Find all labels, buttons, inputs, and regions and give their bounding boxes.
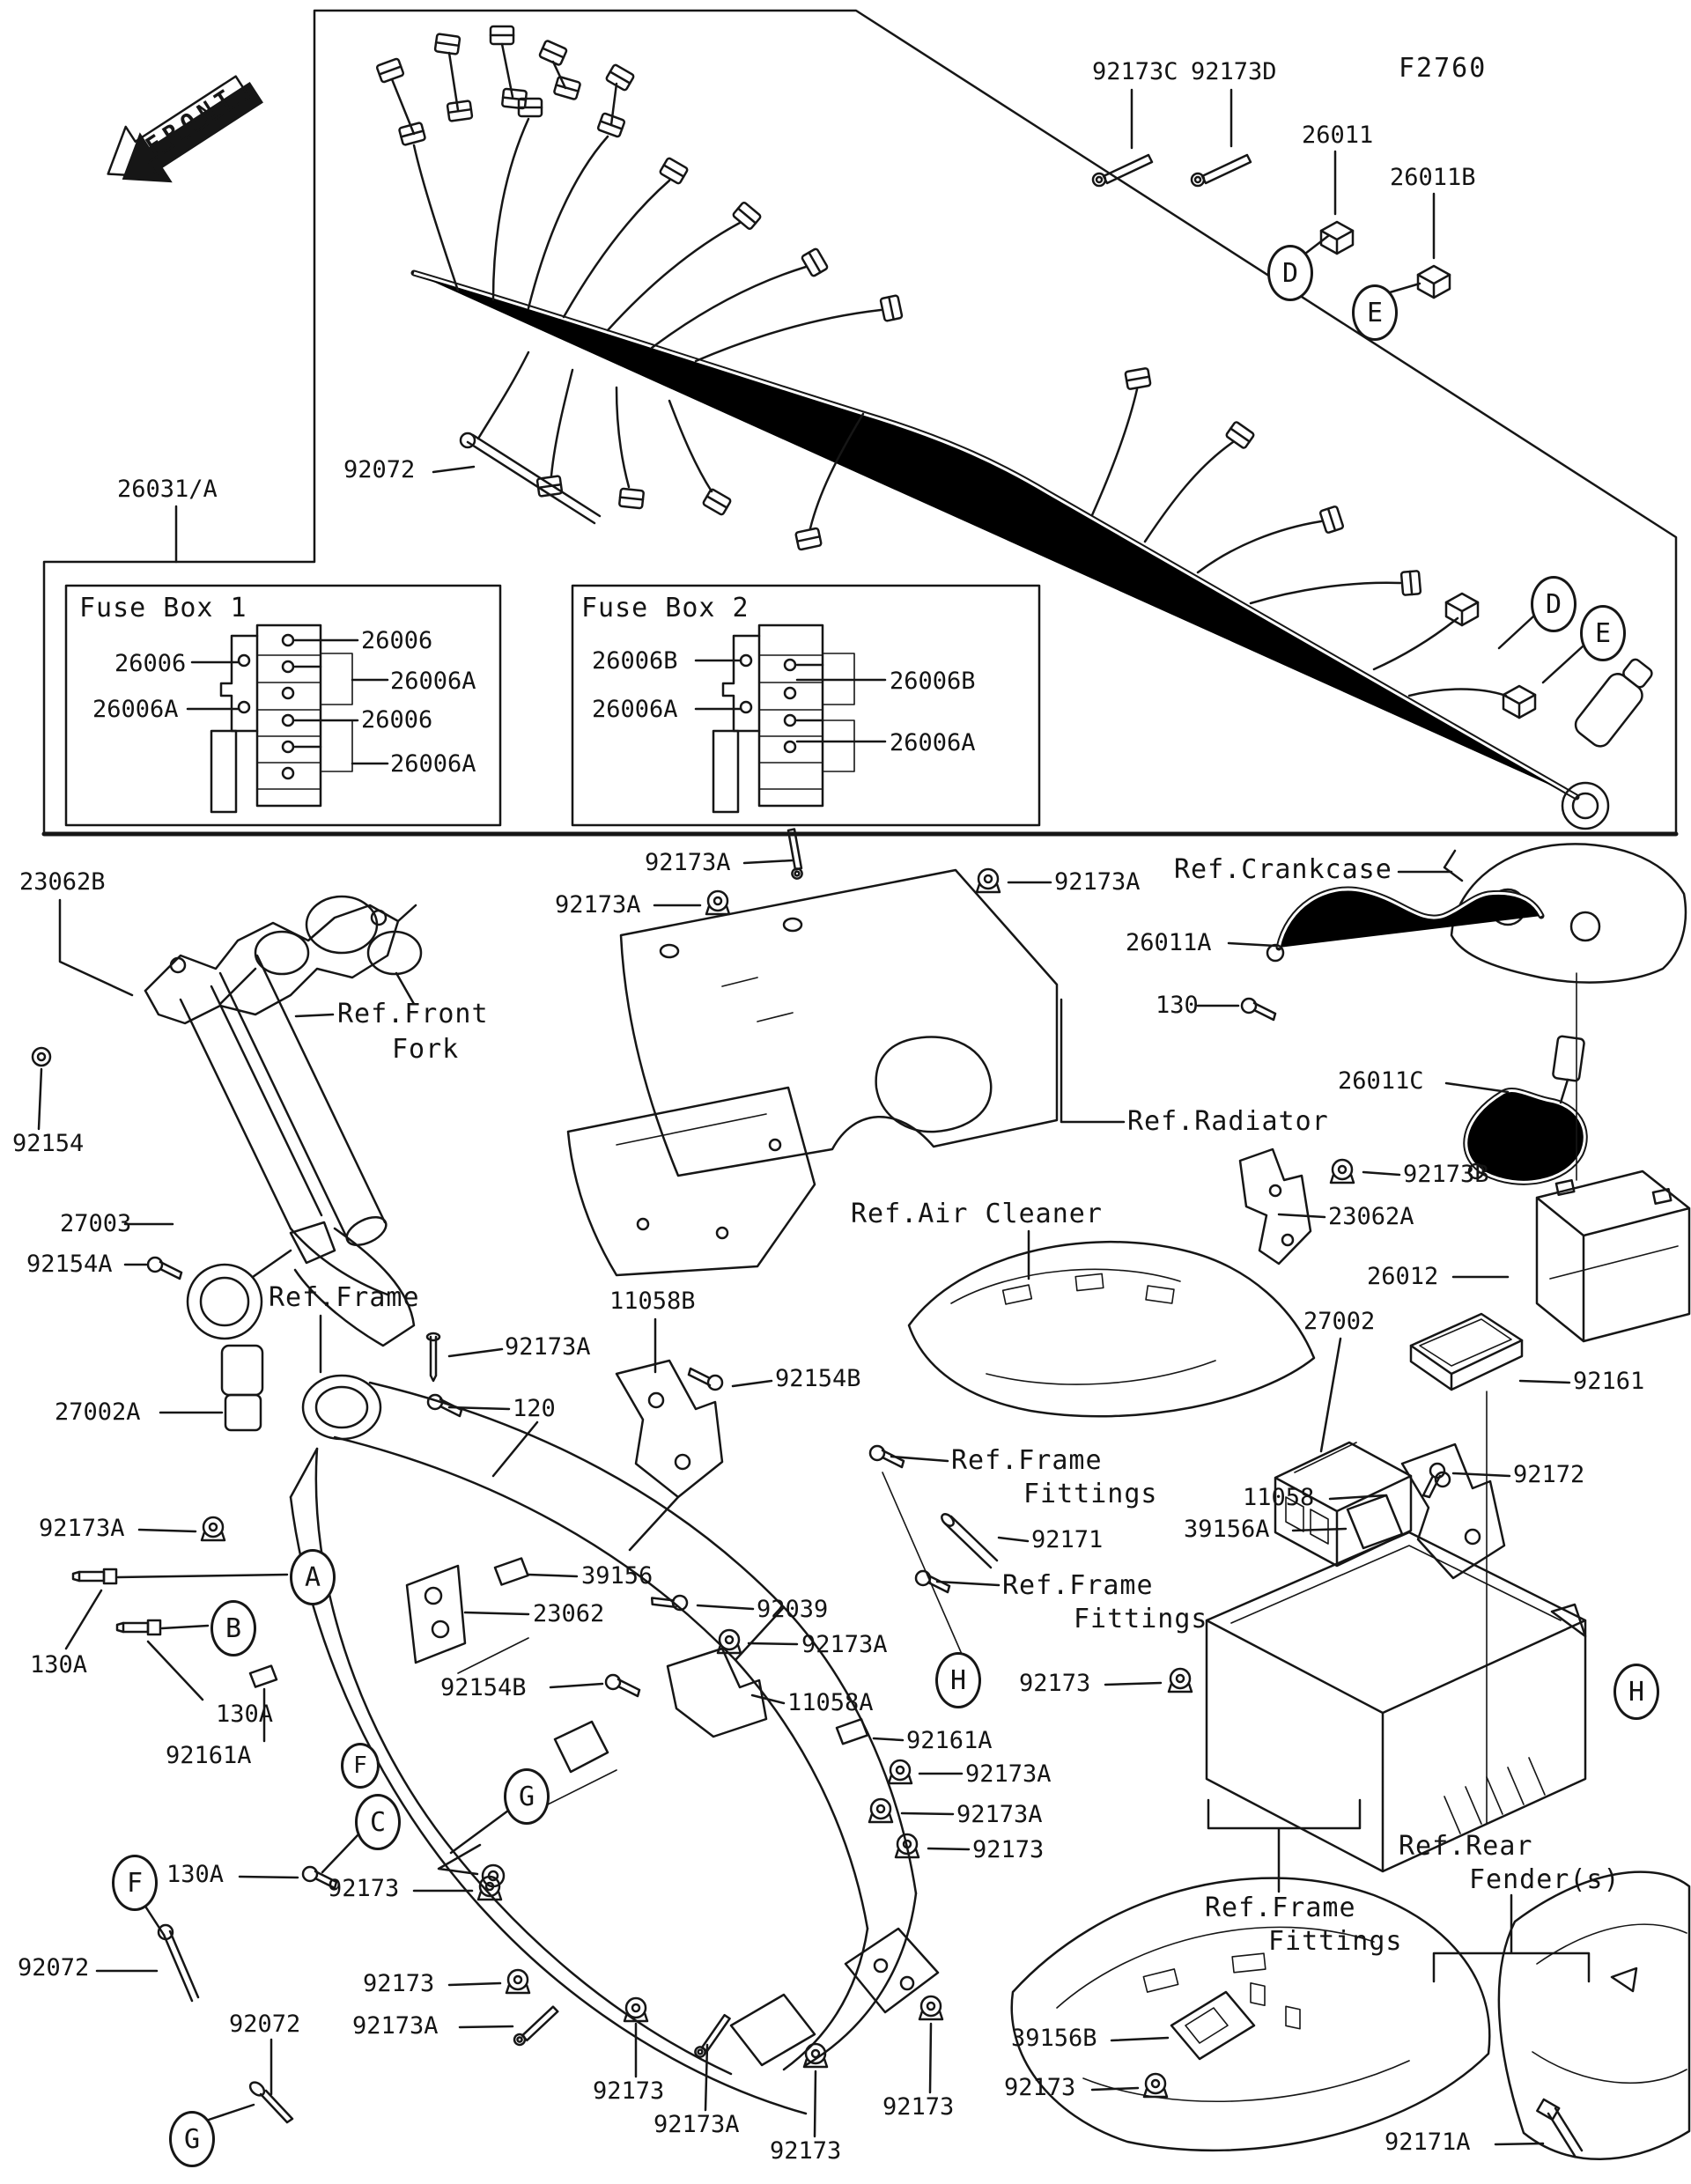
top-right-parts	[1091, 90, 1451, 299]
front-arrow: FRONT	[92, 56, 263, 183]
fuse-box-2-title: Fuse Box 2	[581, 593, 750, 623]
fuse-box-1-title: Fuse Box 1	[79, 593, 247, 623]
air-cleaner-drawing	[909, 1231, 1314, 1416]
fuse-box-1	[66, 586, 500, 825]
frame-callouts	[66, 1316, 969, 2136]
electro-bracket-drawings	[868, 1314, 1589, 2029]
crankcase-drawing	[1198, 844, 1689, 1341]
page-code: F2760	[1399, 53, 1488, 84]
front-fork-drawing	[31, 896, 421, 1346]
fuse-box-2	[572, 586, 1039, 825]
main-harness-drawing	[375, 25, 1659, 829]
frame-drawing	[291, 1376, 938, 2114]
radiator-drawing	[568, 826, 1124, 1275]
rear-fender-drawing	[1012, 1872, 1689, 2159]
harness-box	[44, 11, 1676, 834]
